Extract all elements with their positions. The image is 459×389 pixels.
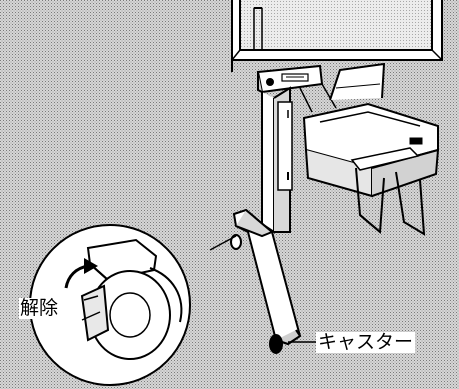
release-label: 解除	[19, 297, 60, 319]
whiteboard	[231, 0, 443, 72]
caster-zoom-inset	[29, 224, 191, 386]
caster-label: キャスター	[316, 331, 416, 353]
stand-leg	[230, 208, 302, 354]
printer	[299, 62, 440, 236]
stand-post	[261, 86, 293, 234]
release-arrow	[64, 258, 98, 289]
zoom-leader-line	[209, 235, 237, 251]
